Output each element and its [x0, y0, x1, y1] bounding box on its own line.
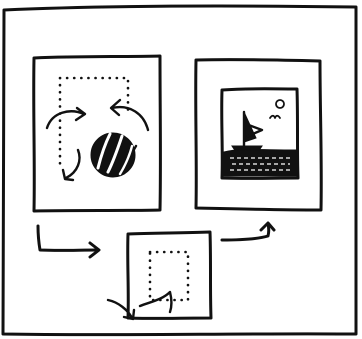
dotted-selection-box [148, 250, 190, 302]
striped-ball [90, 132, 136, 178]
result-page [194, 58, 323, 212]
sailboat [231, 110, 264, 153]
dotted-selection-box [58, 76, 130, 167]
arrow-source-to-crop [36, 224, 101, 259]
crop-card [126, 230, 213, 320]
rotate-arrow-left [45, 110, 86, 130]
rotate-arrow-right [110, 105, 150, 132]
sun [275, 99, 285, 109]
landscape-photo [220, 87, 300, 180]
arrow-crop-to-result [220, 221, 276, 242]
birds [269, 114, 281, 119]
waves [223, 149, 297, 177]
corner-resize-handle[interactable] [138, 290, 173, 314]
arrow-drag-corner [106, 298, 136, 321]
source-page [32, 54, 162, 213]
outer-frame [1, 4, 358, 337]
rotate-arrow-bottom [64, 148, 81, 180]
